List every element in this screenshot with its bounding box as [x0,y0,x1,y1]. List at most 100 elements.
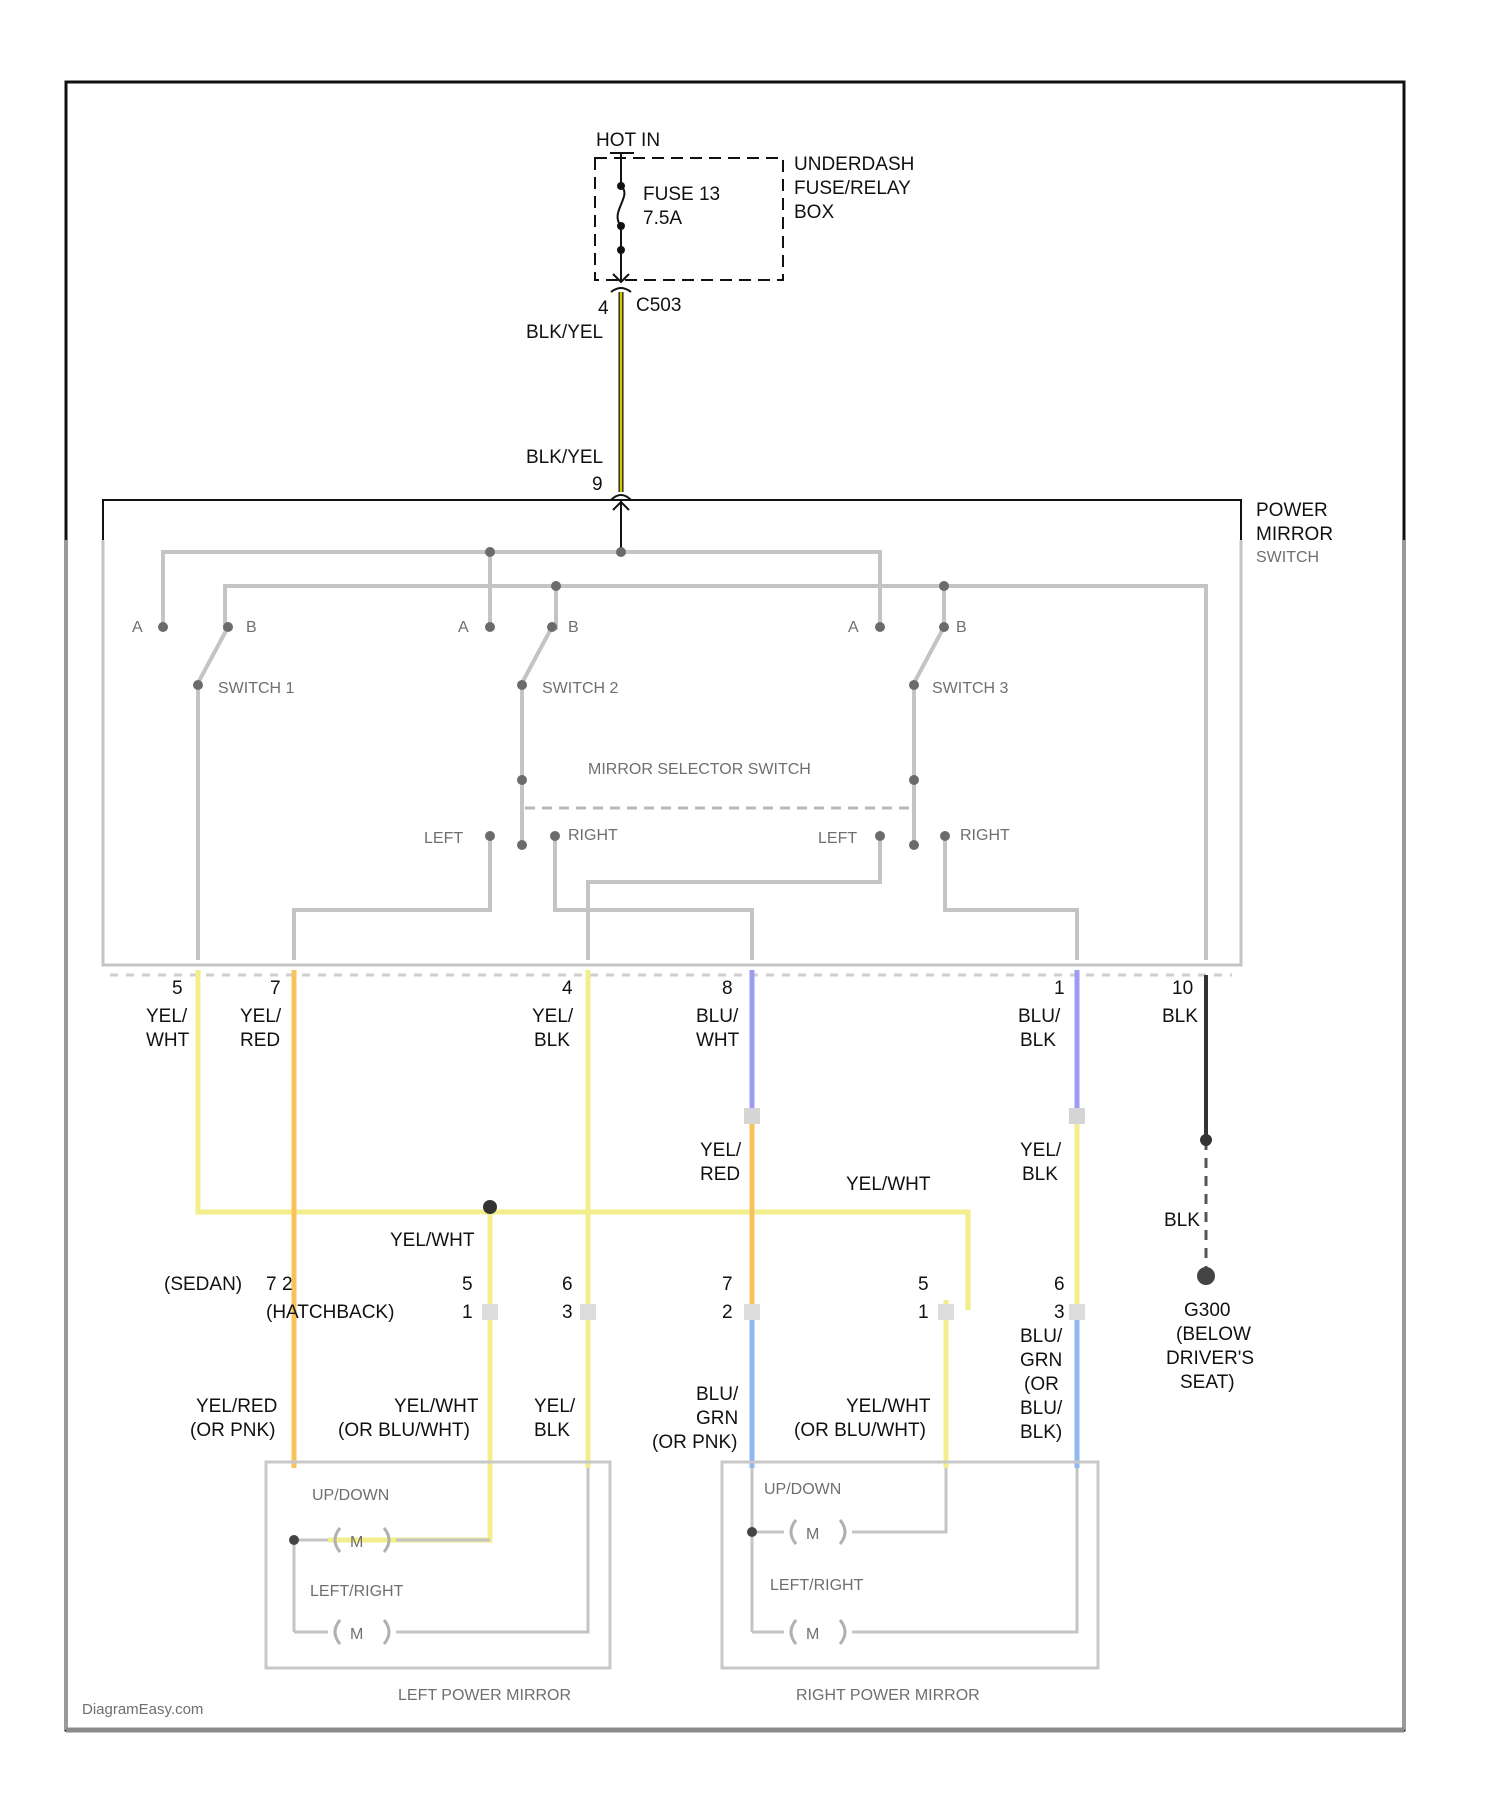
switch-label-3: SWITCH [1256,549,1319,566]
svg-text:(OR PNK): (OR PNK) [652,1432,738,1453]
svg-text:GRN: GRN [1020,1350,1062,1371]
svg-text:2: 2 [722,1302,733,1323]
svg-text:BLU/: BLU/ [1020,1326,1063,1347]
switch-label-2: MIRROR [1256,524,1333,545]
selector-right-1: RIGHT [568,827,618,844]
svg-text:YEL/WHT: YEL/WHT [846,1396,931,1417]
selector-right-2: RIGHT [960,827,1010,844]
svg-text:5: 5 [462,1274,473,1295]
box-label-3: BOX [794,202,834,223]
ground-splice [1200,1134,1212,1146]
c503-pin: 4 [598,298,609,319]
fuse-rating: 7.5A [643,208,682,229]
hot-in-label: HOT IN [596,130,660,151]
c503-wire-label: BLK/YEL [526,322,603,343]
svg-text:3: 3 [562,1302,573,1323]
switch1-pos-a: A [132,619,143,636]
svg-text:SEAT): SEAT) [1180,1372,1235,1393]
svg-text:WHT: WHT [146,1030,190,1051]
c503-connector-symbol [611,288,631,292]
svg-text:(OR PNK): (OR PNK) [190,1420,276,1441]
box-label-2: FUSE/RELAY [794,178,911,199]
svg-text:BLU/: BLU/ [696,1384,739,1405]
svg-text:G300: G300 [1184,1300,1230,1321]
fuse-relay-box [595,158,783,280]
svg-text:(SEDAN): (SEDAN) [164,1274,242,1295]
svg-text:1: 1 [918,1302,929,1323]
switch-label-1: POWER [1256,500,1328,521]
svg-text:10: 10 [1172,978,1193,999]
svg-text:RED: RED [700,1164,740,1185]
svg-text:6: 6 [562,1274,573,1295]
switch3-pos-b: B [956,619,967,636]
switch-pin-labels: 5 YEL/ WHT 7 YEL/ RED 4 YEL/ BLK 8 BLU/ … [146,978,1198,1051]
box-label-1: UNDERDASH [794,154,914,175]
svg-text:M: M [806,1526,819,1543]
switch-entry-pin: 9 [592,474,603,495]
svg-text:BLK: BLK [1164,1210,1200,1231]
switch1-label: SWITCH 1 [218,680,295,697]
inline-connector-1 [744,1108,760,1124]
selector-label: MIRROR SELECTOR SWITCH [588,761,811,778]
switch2-pos-b: B [568,619,579,636]
right-mirror-updown: UP/DOWN [764,1481,841,1498]
svg-text:1: 1 [462,1302,473,1323]
svg-text:BLK: BLK [534,1030,570,1051]
svg-text:BLK: BLK [534,1420,570,1441]
svg-text:YEL/WHT: YEL/WHT [390,1230,475,1251]
inline-connector-2 [1069,1108,1085,1124]
svg-text:YEL/WHT: YEL/WHT [846,1174,931,1195]
lower-wire-labels: YEL/RED (OR PNK) YEL/WHT (OR BLU/WHT) YE… [190,1326,1063,1453]
right-mirror-splice [747,1527,757,1537]
svg-text:5: 5 [172,978,183,999]
switch1-pos-b: B [246,619,257,636]
svg-text:BLU/: BLU/ [1018,1006,1061,1027]
svg-text:DRIVER'S: DRIVER'S [1166,1348,1254,1369]
svg-text:BLK: BLK [1162,1006,1198,1027]
svg-text:(OR: (OR [1024,1374,1059,1395]
switch-box-top [103,500,1241,540]
svg-text:BLK: BLK [1022,1164,1058,1185]
right-updown-motor-icon: M [791,1520,845,1544]
ground-labels: G300 (BELOW DRIVER'S SEAT) [1166,1300,1254,1393]
svg-text:YEL/: YEL/ [534,1396,576,1417]
switch-entry-wire-label: BLK/YEL [526,447,603,468]
svg-text:3: 3 [1054,1302,1065,1323]
left-mirror-updown: UP/DOWN [312,1487,389,1504]
right-mirror-leftright: LEFT/RIGHT [770,1577,864,1594]
right-power-mirror-label: RIGHT POWER MIRROR [796,1687,980,1704]
left-mirror-splice [289,1535,299,1545]
svg-text:(OR BLU/WHT): (OR BLU/WHT) [794,1420,926,1441]
switch3-label: SWITCH 3 [932,680,1009,697]
switch-box-body [103,540,1241,965]
svg-text:(HATCHBACK): (HATCHBACK) [266,1302,394,1323]
svg-text:BLU/: BLU/ [1020,1398,1063,1419]
svg-text:8: 8 [722,978,733,999]
left-leftright-motor-icon: M [335,1620,389,1644]
left-mirror-leftright: LEFT/RIGHT [310,1583,404,1600]
svg-text:M: M [350,1534,363,1551]
watermark: DiagramEasy.com [82,1701,203,1718]
svg-text:YEL/WHT: YEL/WHT [394,1396,479,1417]
switch-internal-wiring [163,552,1206,960]
svg-text:7: 7 [722,1274,733,1295]
svg-text:BLU/: BLU/ [696,1006,739,1027]
svg-text:4: 4 [562,978,573,999]
svg-text:7: 7 [266,1274,277,1295]
fuse-number: FUSE 13 [643,184,720,205]
switch2-label: SWITCH 2 [542,680,619,697]
mirror-connector-labels: (SEDAN) 7 2 (HATCHBACK) 5 1 6 3 7 2 5 1 … [164,1274,1065,1323]
selector-left-2: LEFT [818,830,857,847]
svg-text:RED: RED [240,1030,280,1051]
svg-text:5: 5 [918,1274,929,1295]
svg-text:(BELOW: (BELOW [1176,1324,1251,1345]
svg-text:WHT: WHT [696,1030,740,1051]
svg-text:M: M [350,1626,363,1643]
svg-text:(OR BLU/WHT): (OR BLU/WHT) [338,1420,470,1441]
selector-left-1: LEFT [424,830,463,847]
output-wires [198,970,1077,1540]
switch3-pos-a: A [848,619,859,636]
switch2-pos-a: A [458,619,469,636]
svg-text:7: 7 [270,978,281,999]
